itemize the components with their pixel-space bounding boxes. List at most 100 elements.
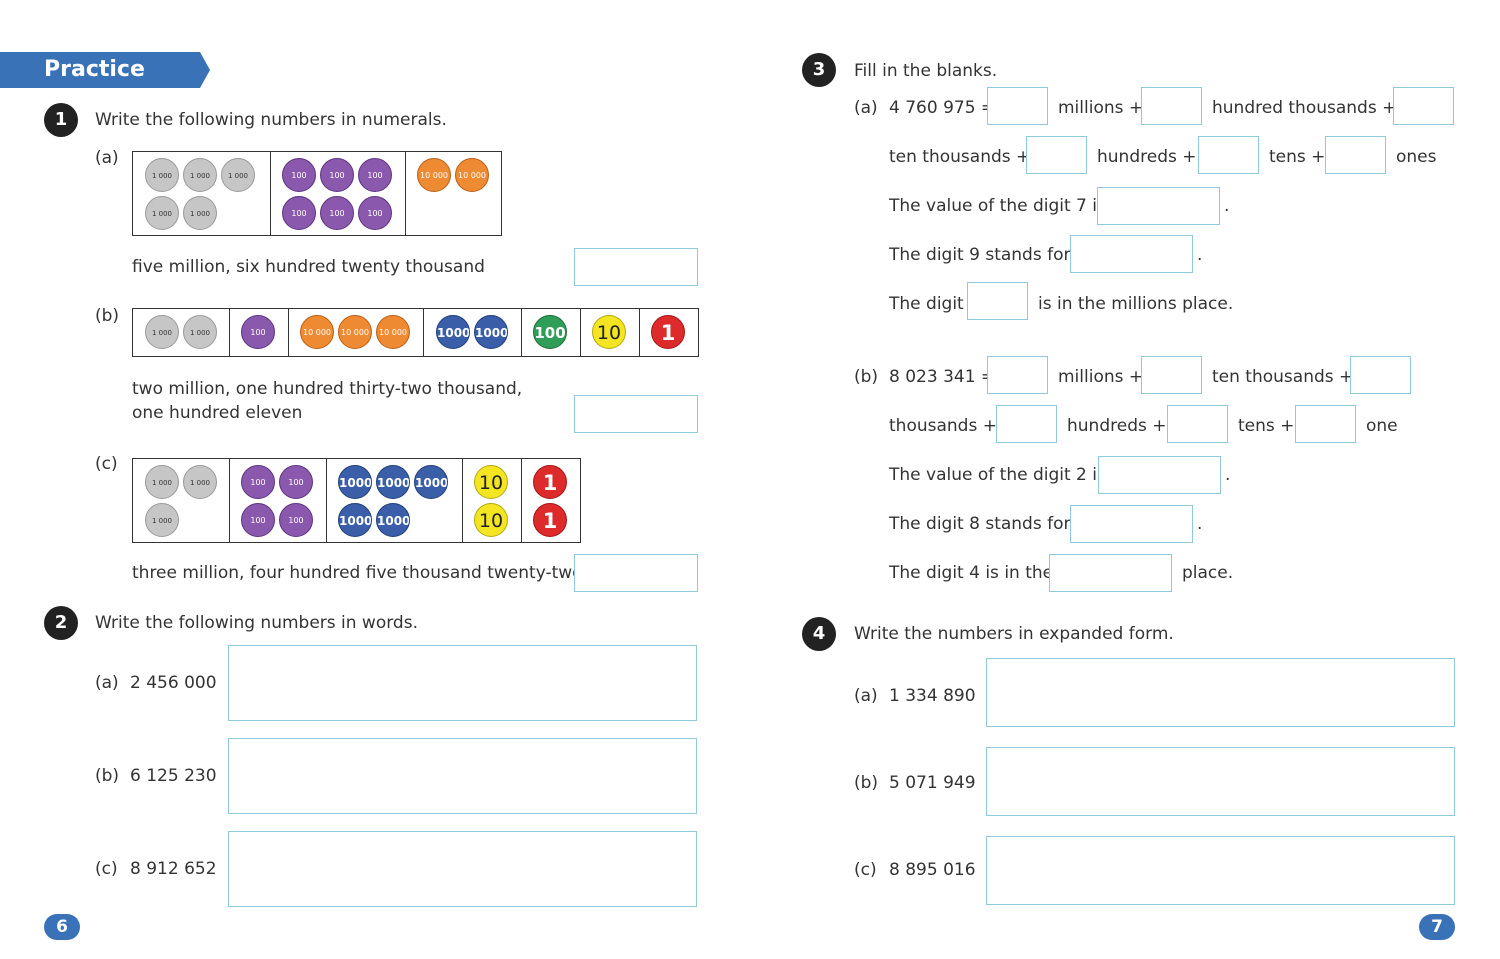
q2b-number: 6 125 230 <box>130 766 217 786</box>
q2c-answer-box[interactable] <box>228 831 697 907</box>
q3b-hundreds-label: hundreds + <box>1067 416 1167 436</box>
q1c-thousands-cell: 1000 1000 1000 1000 1000 <box>327 459 463 542</box>
q4a-number: 1 334 890 <box>889 686 976 706</box>
thousand-coin: 1000 <box>338 465 372 499</box>
thousand-coin: 1000 <box>414 465 448 499</box>
q3a-digit-box[interactable] <box>967 282 1028 320</box>
q4c-label: (c) <box>854 860 877 880</box>
q1a-place-value-chart: 1 000 000 1 000 000 1 000 000 1 000 000 … <box>132 151 502 236</box>
q1b-ones-cell: 1 <box>640 309 697 356</box>
q3b-millions-box[interactable] <box>987 356 1048 394</box>
q1c-hundred-thousands-cell: 100 000 100 000 100 000 100 000 <box>230 459 327 542</box>
q4b-answer-box[interactable] <box>986 747 1455 816</box>
q1b-label: (b) <box>95 306 120 326</box>
page-number-right: 7 <box>1419 914 1455 940</box>
q1a-answer-box[interactable] <box>574 248 698 286</box>
q1a-hundred-thousands-cell: 100 000 100 000 100 000 100 000 100 000 … <box>271 152 406 235</box>
q3a-ten-thousands-box[interactable] <box>1393 87 1454 125</box>
page-number-left: 6 <box>44 914 80 940</box>
q4a-answer-box[interactable] <box>986 658 1455 727</box>
q1c-answer-box[interactable] <box>574 554 698 592</box>
q3a-stands-box[interactable] <box>1070 235 1193 273</box>
q1b-thousands-cell: 1000 1000 <box>424 309 522 356</box>
q2a-number: 2 456 000 <box>130 673 217 693</box>
q3b-one-box[interactable] <box>1295 405 1356 443</box>
million-coin: 1 000 000 <box>145 315 179 349</box>
q3b-value-box[interactable] <box>1098 456 1221 494</box>
ten-coin: 10 <box>474 465 508 499</box>
q4a-label: (a) <box>854 686 878 706</box>
q3a-stands-text: The digit 9 stands for <box>889 245 1071 265</box>
ten-thousand-coin: 10 000 <box>300 315 334 349</box>
q3b-place-end: place. <box>1182 563 1234 583</box>
q1c-millions-cell: 1 000 000 1 000 000 1 000 000 <box>133 459 230 542</box>
q2a-answer-box[interactable] <box>228 645 697 721</box>
q3b-place-box[interactable] <box>1049 554 1172 592</box>
q3a-millions-box[interactable] <box>987 87 1048 125</box>
ten-coin: 10 <box>592 315 626 349</box>
q1b-answer-box[interactable] <box>574 395 698 433</box>
q3a-label: (a) <box>854 98 878 118</box>
q3a-millions-label: millions + <box>1058 98 1144 118</box>
question-1-prompt: Write the following numbers in numerals. <box>95 110 447 130</box>
q1a-words: five million, six hundred twenty thousan… <box>132 257 485 277</box>
thousand-coin: 1000 <box>474 315 508 349</box>
question-4-number: 4 <box>802 617 836 651</box>
q3a-hundred-thousands-box[interactable] <box>1141 87 1202 125</box>
q3a-hundreds-box[interactable] <box>1026 136 1087 174</box>
hundred-thousand-coin: 100 000 <box>320 196 354 230</box>
ten-thousand-coin: 10 000 <box>376 315 410 349</box>
hundred-thousand-coin: 100 000 <box>358 158 392 192</box>
q3a-tens-label: tens + <box>1269 147 1326 167</box>
q3a-ones-box[interactable] <box>1325 136 1386 174</box>
q4b-number: 5 071 949 <box>889 773 976 793</box>
q3a-value-text: The value of the digit 7 is <box>889 196 1106 216</box>
q2c-number: 8 912 652 <box>130 859 217 879</box>
q3b-thousands-box[interactable] <box>1350 356 1411 394</box>
q2b-answer-box[interactable] <box>228 738 697 814</box>
q3a-ten-thousands-label: ten thousands + <box>889 147 1031 167</box>
q3a-number: 4 760 975 = <box>889 98 996 118</box>
ten-coin: 10 <box>474 503 508 537</box>
question-4-prompt: Write the numbers in expanded form. <box>854 624 1174 644</box>
hundred-thousand-coin: 100 000 <box>241 315 275 349</box>
q3b-tens-box[interactable] <box>1167 405 1228 443</box>
q3a-millions-place-text: is in the millions place. <box>1038 294 1234 314</box>
practice-banner: Practice <box>0 52 210 88</box>
q3a-value-box[interactable] <box>1097 187 1220 225</box>
question-2-number: 2 <box>44 606 78 640</box>
q3b-stands-text: The digit 8 stands for <box>889 514 1071 534</box>
hundred-thousand-coin: 100 000 <box>241 503 275 537</box>
one-coin: 1 <box>533 465 567 499</box>
q3b-millions-label: millions + <box>1058 367 1144 387</box>
q1c-words: three million, four hundred five thousan… <box>132 563 583 583</box>
q3a-hundred-thousands-label: hundred thousands + <box>1212 98 1397 118</box>
one-coin: 1 <box>533 503 567 537</box>
hundred-thousand-coin: 100 000 <box>358 196 392 230</box>
q4c-answer-box[interactable] <box>986 836 1455 905</box>
q1b-millions-cell: 1 000 000 1 000 000 <box>133 309 230 356</box>
ten-thousand-coin: 10 000 <box>338 315 372 349</box>
hundred-thousand-coin: 100 000 <box>320 158 354 192</box>
q3b-place-text: The digit 4 is in the <box>889 563 1054 583</box>
q1b-hundred-thousands-cell: 100 000 <box>230 309 289 356</box>
thousand-coin: 1000 <box>376 503 410 537</box>
million-coin: 1 000 000 <box>145 158 179 192</box>
question-3-prompt: Fill in the blanks. <box>854 61 998 81</box>
q3a-tens-box[interactable] <box>1198 136 1259 174</box>
q1b-hundreds-cell: 100 <box>522 309 581 356</box>
q1b-words-line-2: one hundred eleven <box>132 403 303 423</box>
q1c-ones-cell: 1 1 <box>522 459 579 542</box>
q3a-stands-period: . <box>1197 245 1203 265</box>
q3b-hundreds-box[interactable] <box>996 405 1057 443</box>
thousand-coin: 1000 <box>338 503 372 537</box>
q3b-stands-box[interactable] <box>1070 505 1193 543</box>
million-coin: 1 000 000 <box>183 465 217 499</box>
ten-thousand-coin: 10 000 <box>455 158 489 192</box>
hundred-thousand-coin: 100 000 <box>282 158 316 192</box>
q3b-thousands-label: thousands + <box>889 416 997 436</box>
q3a-hundreds-label: hundreds + <box>1097 147 1197 167</box>
q1a-ten-thousands-cell: 10 000 10 000 <box>406 152 500 235</box>
q3b-ten-thousands-box[interactable] <box>1141 356 1202 394</box>
one-coin: 1 <box>651 315 685 349</box>
